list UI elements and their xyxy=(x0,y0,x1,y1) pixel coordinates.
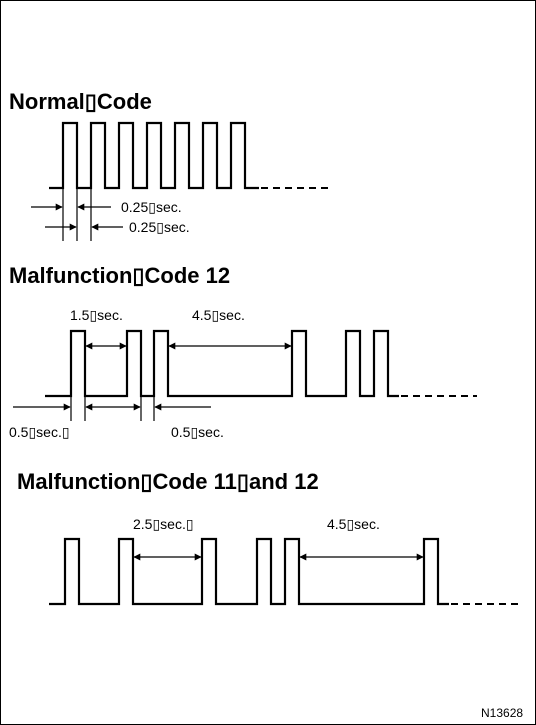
mal1112-label-2-5: 2.5▯sec.▯ xyxy=(133,516,194,532)
normal-label-1: 0.25▯sec. xyxy=(121,199,182,215)
mal12-label-0-5-left: 0.5▯sec.▯ xyxy=(9,424,70,440)
normal-code-title: Normal▯Code xyxy=(9,89,152,114)
mal1112-label-4-5: 4.5▯sec. xyxy=(327,516,380,532)
normal-label-2: 0.25▯sec. xyxy=(129,219,190,235)
malfunction-12-waveform xyxy=(45,329,399,398)
mal12-label-0-5-right: 0.5▯sec. xyxy=(171,424,224,440)
normal-code-waveform xyxy=(49,121,259,190)
malfunction-11-12-title: Malfunction▯Code 11▯and 12 xyxy=(17,469,319,494)
malfunction-12-title: Malfunction▯Code 12 xyxy=(9,263,230,288)
mal12-label-1-5: 1.5▯sec. xyxy=(70,307,123,323)
figure-id: N13628 xyxy=(481,706,523,720)
mal12-label-4-5: 4.5▯sec. xyxy=(192,307,245,323)
malfunction-11-12-waveform xyxy=(49,537,449,606)
